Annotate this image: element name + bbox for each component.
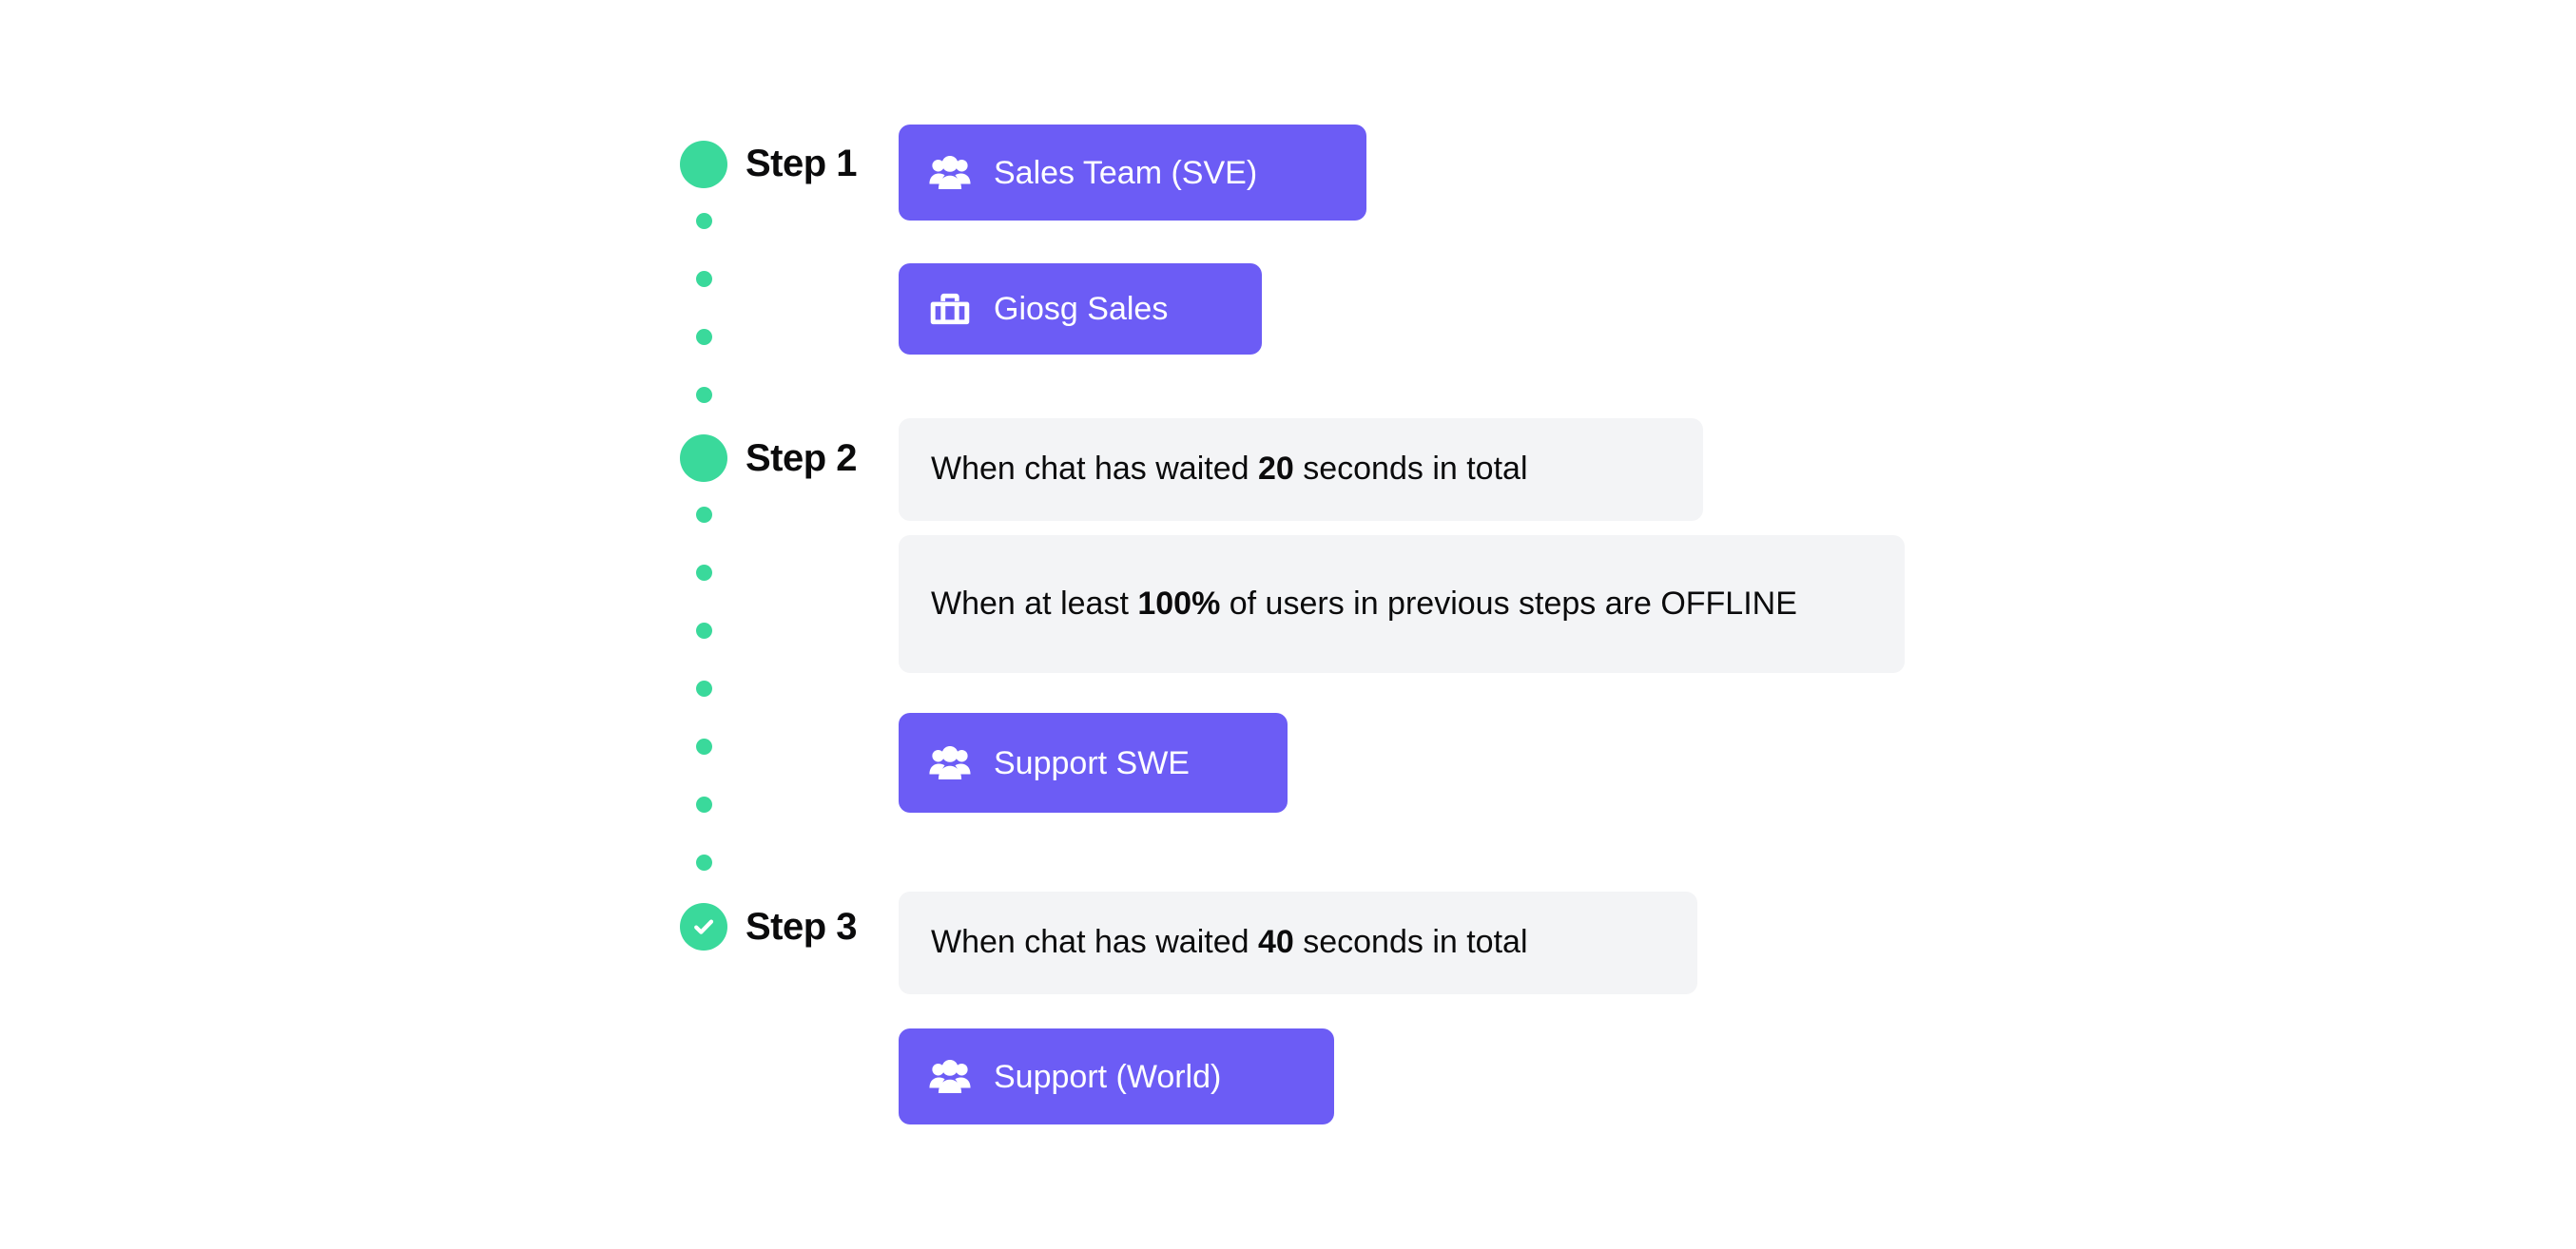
target-chip-label: Support SWE (994, 744, 1190, 781)
condition-text: When chat has waited 20 seconds in total (931, 449, 1528, 490)
condition-value: 100% (1137, 585, 1221, 622)
rail-dot (696, 681, 712, 697)
condition-prefix: When at least (931, 585, 1138, 622)
step-label-step-3: Step 3 (746, 906, 858, 948)
circle-filled-icon (690, 445, 717, 471)
condition-text: When chat has waited 40 seconds in total (931, 922, 1528, 964)
users-group-icon (929, 742, 971, 784)
rail-dot (696, 507, 712, 523)
condition-box-wait-20: When chat has waited 20 seconds in total (899, 418, 1703, 521)
rail-dot (696, 213, 712, 229)
target-chip-label: Sales Team (SVE) (994, 154, 1258, 191)
condition-suffix: seconds in total (1293, 924, 1528, 961)
rail-dot (696, 565, 712, 581)
step-marker-step-1[interactable] (680, 141, 727, 188)
target-chip-label: Support (World) (994, 1058, 1222, 1095)
condition-text: When at least 100% of users in previous … (931, 584, 1797, 625)
rail-dot (696, 329, 712, 345)
target-chip-support-world[interactable]: Support (World) (899, 1028, 1334, 1124)
condition-box-wait-40: When chat has waited 40 seconds in total (899, 892, 1697, 994)
rail-dot (696, 739, 712, 755)
rail-dot (696, 387, 712, 403)
condition-suffix: of users in previous steps are OFFLINE (1220, 585, 1797, 622)
condition-value: 40 (1257, 924, 1294, 961)
rail-dot (696, 797, 712, 813)
step-marker-step-3[interactable] (680, 903, 727, 951)
condition-box-offline-100: When at least 100% of users in previous … (899, 535, 1905, 673)
target-chip-giosg-sales[interactable]: Giosg Sales (899, 263, 1262, 355)
rail-dot (696, 271, 712, 287)
target-chip-label: Giosg Sales (994, 291, 1169, 327)
step-label-step-2: Step 2 (746, 437, 858, 479)
step-label-step-1: Step 1 (746, 143, 858, 184)
check-circle-icon (694, 919, 714, 934)
rail-dot (696, 623, 712, 639)
rail-dot (696, 855, 712, 871)
users-group-icon (929, 1056, 971, 1098)
target-chip-support-swe[interactable]: Support SWE (899, 713, 1288, 813)
condition-prefix: When chat has waited (931, 924, 1258, 961)
condition-suffix: seconds in total (1293, 451, 1528, 488)
users-group-icon (929, 152, 971, 194)
step-marker-step-2[interactable] (680, 434, 727, 482)
target-chip-sales-team[interactable]: Sales Team (SVE) (899, 125, 1366, 221)
circle-filled-icon (690, 151, 717, 178)
condition-prefix: When chat has waited (931, 451, 1258, 488)
toolbox-icon (929, 288, 971, 330)
condition-value: 20 (1257, 451, 1294, 488)
